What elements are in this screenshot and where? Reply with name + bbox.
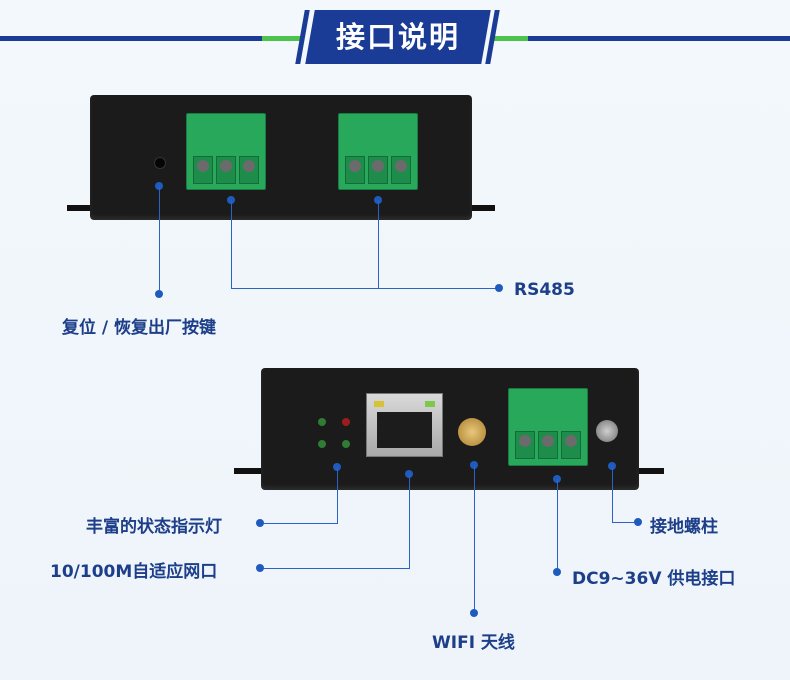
status-led-green: [318, 418, 326, 426]
ethernet-led: [425, 401, 435, 407]
terminal-screw: [345, 156, 365, 184]
terminal-screw: [561, 431, 581, 459]
status-led-red: [342, 418, 350, 426]
callout-line-ground-h: [612, 522, 635, 523]
callout-dot-reset-end: [155, 290, 163, 298]
header-rule-left: [0, 36, 265, 41]
callout-line-reset: [159, 186, 160, 294]
callout-dot-wifi-end: [470, 609, 478, 617]
header-accent-left: [262, 36, 302, 41]
ground-label: 接地螺柱: [650, 517, 718, 537]
callout-line-rs485-a: [231, 200, 232, 288]
callout-line-power: [557, 479, 558, 569]
callout-line-indicator-h: [263, 523, 338, 524]
indicator-label: 丰富的状态指示灯: [86, 517, 222, 537]
header-accent-right: [492, 36, 532, 41]
ethernet-label: 10/100M自适应网口: [50, 562, 218, 582]
wifi-label: WIFI 天线: [432, 633, 515, 653]
status-led-green: [342, 440, 350, 448]
callout-dot-indicator-end: [256, 519, 264, 527]
status-led-green: [318, 440, 326, 448]
callout-line-ethernet: [409, 474, 410, 568]
callout-dot-power-end: [553, 568, 561, 576]
callout-line-indicator: [337, 467, 338, 523]
reset-label: 复位 / 恢复出厂按键: [62, 318, 217, 338]
terminal-screw: [515, 431, 535, 459]
callout-line-rs485: [231, 288, 499, 289]
power-terminal: [508, 388, 588, 466]
callout-dot-ethernet-end: [256, 564, 264, 572]
rs485-terminal-a: [186, 113, 266, 190]
callout-line-ground: [612, 466, 613, 522]
wifi-antenna-connector: [458, 418, 486, 446]
ethernet-socket: [377, 412, 432, 448]
reset-button[interactable]: [154, 157, 166, 169]
terminal-screw: [368, 156, 388, 184]
header-rule-right: [528, 36, 790, 41]
callout-dot-ground-end: [634, 518, 642, 526]
terminal-screw: [391, 156, 411, 184]
terminal-screw: [216, 156, 236, 184]
callout-line-wifi: [474, 465, 475, 611]
terminal-screw: [193, 156, 213, 184]
power-label: DC9~36V 供电接口: [572, 569, 736, 589]
rs485-terminal-b: [338, 113, 418, 190]
page-title: 接口说明: [335, 20, 460, 54]
callout-dot-rs485-end: [495, 284, 503, 292]
ground-stud: [596, 420, 618, 442]
terminal-screw: [538, 431, 558, 459]
terminal-screw: [239, 156, 259, 184]
callout-line-ethernet-h: [263, 568, 410, 569]
ethernet-led: [374, 401, 384, 407]
callout-line-rs485-b: [378, 200, 379, 288]
rs485-label: RS485: [514, 280, 575, 300]
ethernet-port: [366, 393, 443, 457]
